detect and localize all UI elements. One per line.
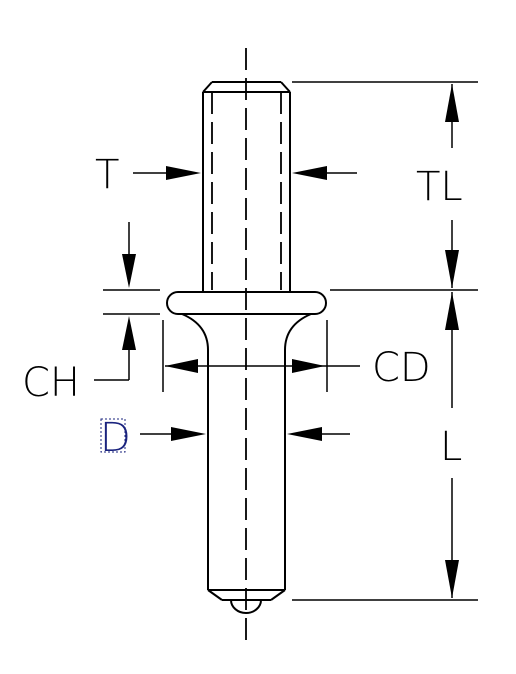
dim-cd (165, 359, 360, 373)
dim-l (445, 292, 459, 598)
dim-ch (94, 222, 136, 381)
label-ch: CH (22, 360, 80, 406)
pin-chamfer-right (280, 81, 291, 93)
label-d: D (100, 415, 131, 461)
collar-outline (166, 291, 327, 315)
fillet-right (284, 313, 312, 351)
dim-tl (445, 84, 459, 288)
label-cd: CD (372, 345, 431, 391)
extension-lines (103, 81, 478, 601)
dim-d (140, 427, 350, 441)
shank-chamfer-right (270, 589, 286, 601)
collar-head (166, 291, 327, 351)
pin-chamfer-left (202, 81, 213, 93)
label-t: T (95, 152, 119, 198)
label-d-selection-box (100, 418, 126, 453)
label-l: L (440, 424, 462, 470)
dim-t (133, 166, 357, 180)
shank-chamfer-left (207, 589, 223, 601)
label-tl: TL (416, 164, 463, 210)
fillet-left (181, 313, 209, 351)
tip-dome (230, 599, 262, 614)
